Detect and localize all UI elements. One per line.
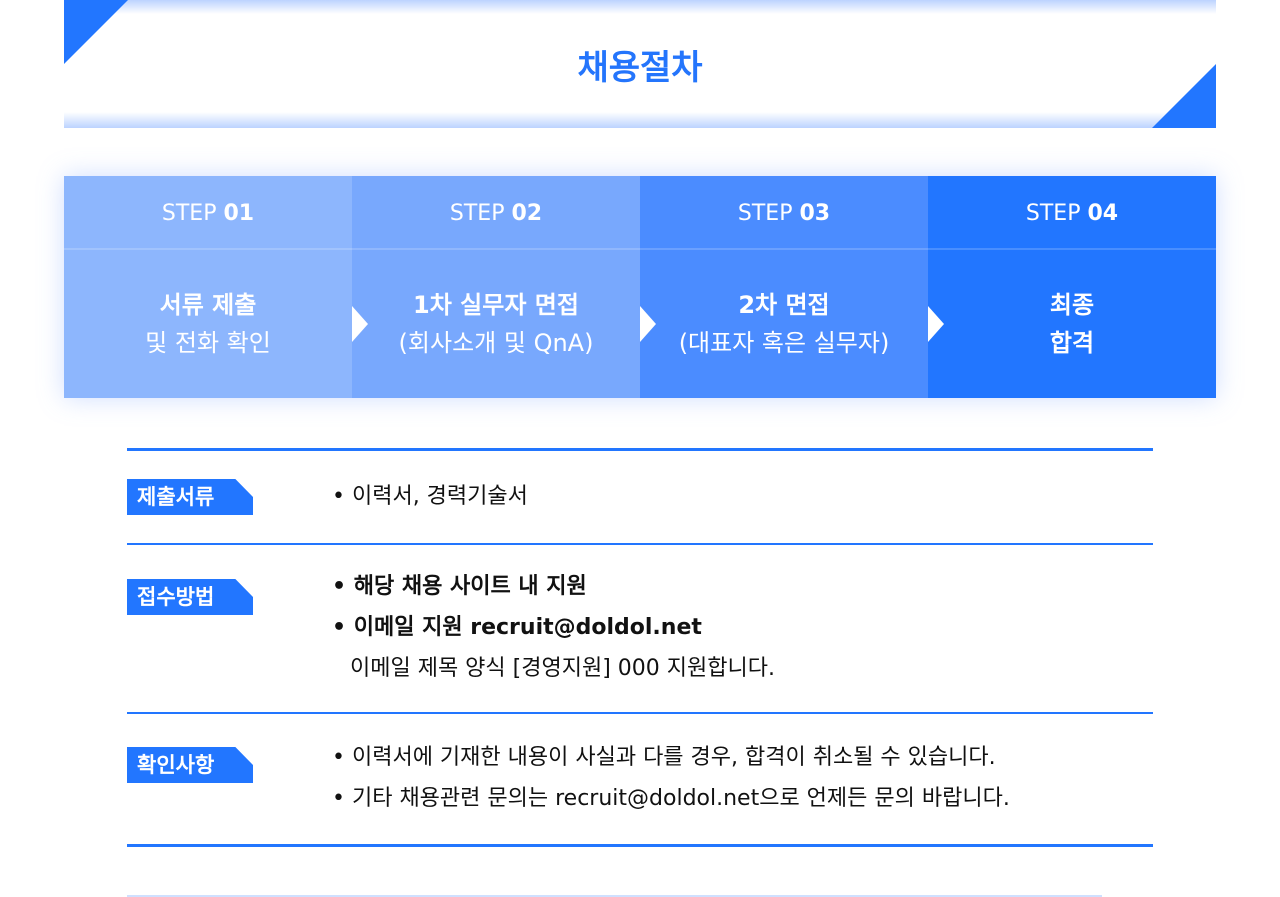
section-badge-documents: 제출서류	[127, 479, 253, 515]
list-note: 이메일 제목 양식 [경영지원] 000 지원합니다.	[350, 656, 775, 681]
section-documents-items: • 이력서, 경력기술서	[332, 476, 528, 517]
step-label: STEP	[161, 201, 217, 226]
corner-triangle-decoration	[1152, 64, 1216, 128]
arrow-right-icon	[640, 306, 656, 342]
step-title: 1차 실무자 면접	[413, 291, 579, 319]
header-top-glow	[64, 0, 1216, 14]
list-item: • 해당 채용 사이트 내 지원	[332, 574, 587, 599]
divider	[127, 712, 1153, 714]
step-title: 2차 면접	[738, 291, 830, 319]
step-label: STEP	[449, 201, 505, 226]
step-number: 03	[799, 201, 831, 226]
step-title: 최종	[1049, 291, 1095, 319]
step-desc: (회사소개 및 QnA)	[398, 329, 594, 357]
arrow-right-icon	[928, 306, 944, 342]
section-badge-application: 접수방법	[127, 579, 253, 615]
step-desc: (대표자 혹은 실무자)	[678, 329, 890, 357]
step-desc: 및 전화 확인	[145, 329, 271, 357]
divider	[127, 448, 1153, 451]
divider	[127, 844, 1153, 847]
list-item: • 이력서에 기재한 내용이 사실과 다를 경우, 합격이 취소될 수 있습니다…	[332, 745, 996, 770]
step-number: 04	[1087, 201, 1119, 226]
step-desc: 합격	[1049, 329, 1095, 357]
list-item: • 이메일 지원 recruit@doldol.net	[332, 615, 702, 640]
step-02: STEP 02 1차 실무자 면접 (회사소개 및 QnA)	[352, 176, 656, 398]
section-notice-items: • 이력서에 기재한 내용이 사실과 다를 경우, 합격이 취소될 수 있습니다…	[332, 737, 1010, 819]
page-title: 채용절차	[577, 48, 703, 88]
step-03: STEP 03 2차 면접 (대표자 혹은 실무자)	[640, 176, 944, 398]
list-item: • 이력서, 경력기술서	[332, 484, 528, 509]
header-bottom-glow	[64, 112, 1216, 128]
step-label: STEP	[737, 201, 793, 226]
arrow-right-icon	[352, 306, 368, 342]
step-number: 02	[511, 201, 543, 226]
divider	[127, 543, 1153, 545]
divider	[127, 895, 1102, 897]
section-application-items: • 해당 채용 사이트 내 지원 • 이메일 지원 recruit@doldol…	[332, 566, 775, 689]
step-number: 01	[223, 201, 255, 226]
corner-triangle-decoration	[64, 0, 128, 64]
list-item: • 기타 채용관련 문의는 recruit@doldol.net으로 언제든 문…	[332, 786, 1010, 811]
step-label: STEP	[1025, 201, 1081, 226]
step-title: 서류 제출	[159, 291, 257, 319]
section-badge-notice: 확인사항	[127, 747, 253, 783]
